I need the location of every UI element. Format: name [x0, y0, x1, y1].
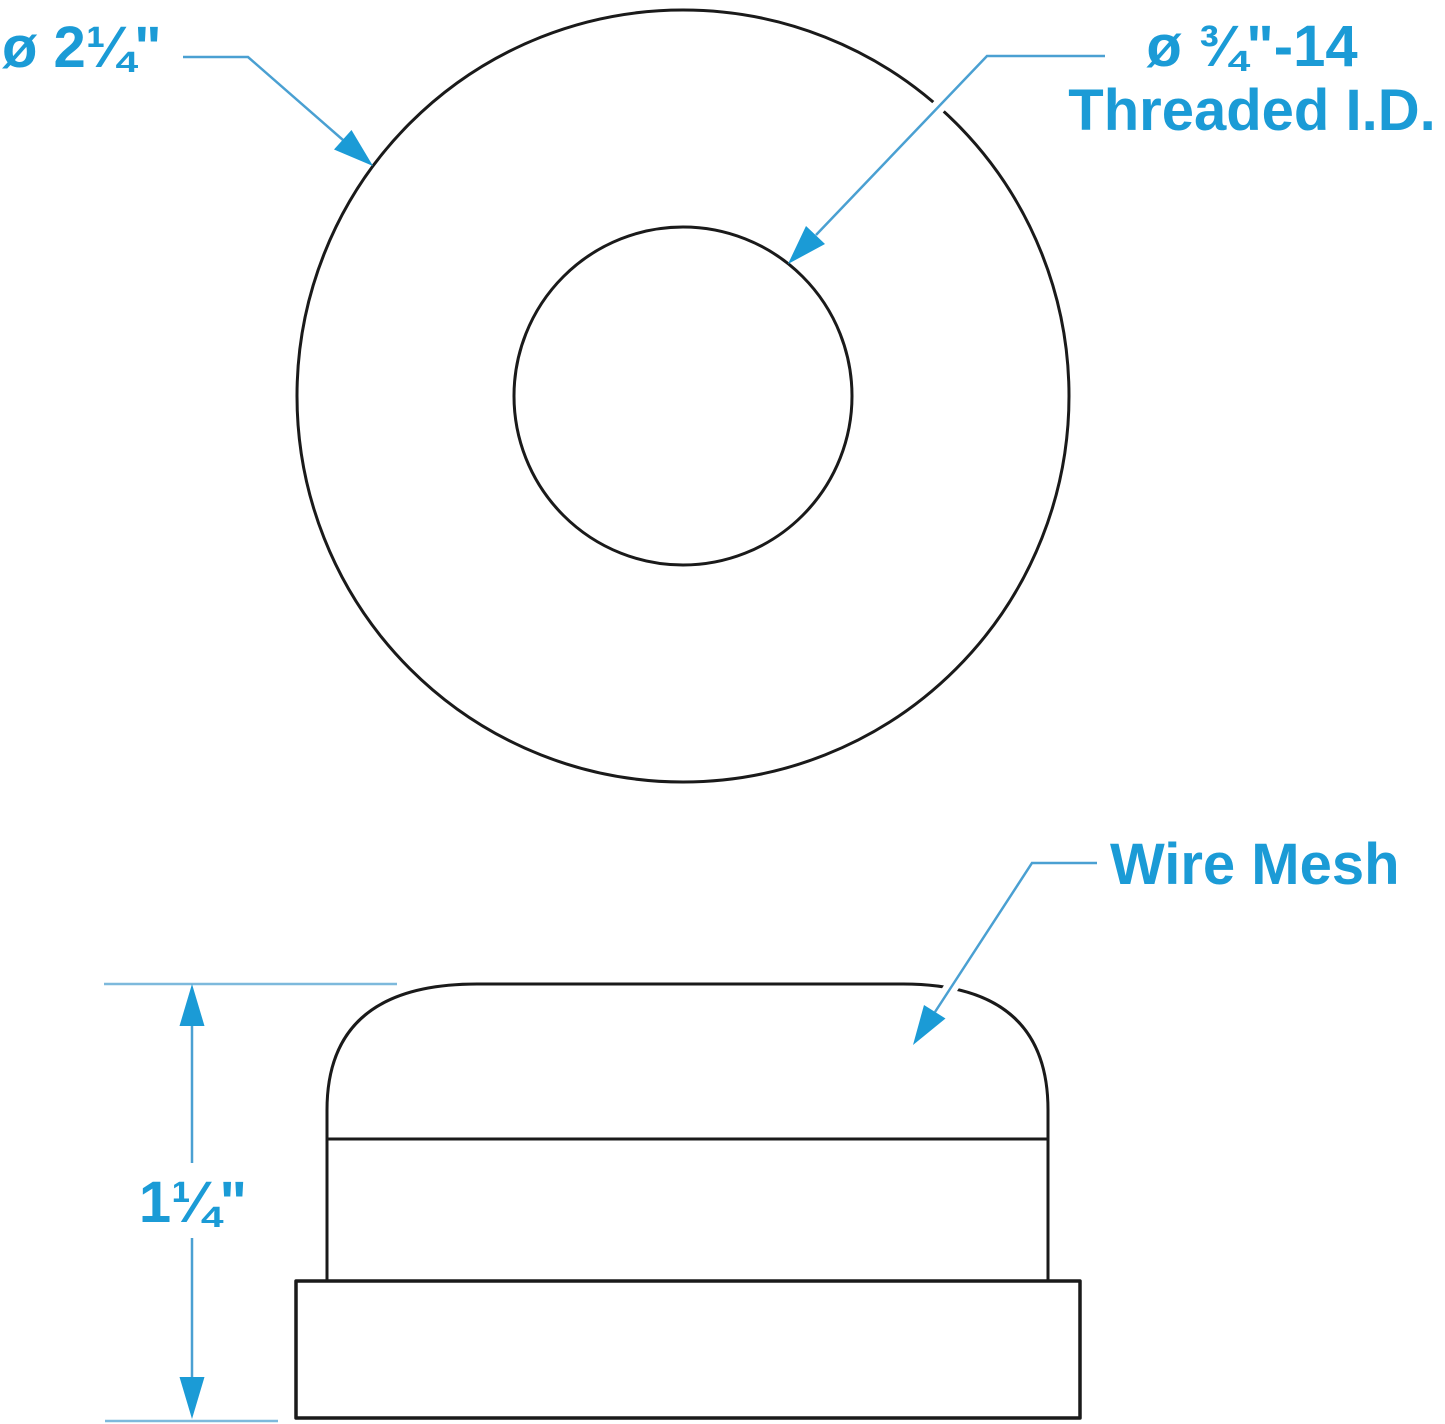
annotations [104, 51, 1105, 1423]
wire-mesh-arrowhead-icon [913, 1005, 946, 1045]
inner-thread-leader-line [815, 54, 1105, 236]
side-view [294, 982, 1082, 1420]
wire-mesh-leader-line [933, 861, 1097, 1013]
outer-diameter-arrowhead-icon [334, 130, 373, 166]
top-view [295, 8, 1071, 784]
outer-circle-outline [295, 8, 1071, 784]
mesh-dome-profile-outline [325, 982, 1050, 1283]
height-arrowhead-up-icon [179, 984, 205, 1026]
inner-threaded-hole-circle [512, 225, 854, 567]
inner-thread-label-line1: ø ¾"-14 [1146, 14, 1358, 79]
inner-thread-label-line2: Threaded I.D. [1068, 78, 1436, 143]
height-arrowhead-down-icon [179, 1377, 205, 1419]
inner-thread-label: ø ¾"-14 Threaded I.D. [1056, 15, 1445, 143]
wire-mesh-label: Wire Mesh [1110, 832, 1400, 897]
base-flange-outline [294, 1279, 1082, 1420]
height-dimension-label: 1¼" [138, 1170, 248, 1235]
outer-diameter-leader-line [183, 55, 344, 141]
inner-thread-arrowhead-icon [788, 226, 825, 264]
outer-diameter-label: ø 2¼" [2, 15, 162, 80]
